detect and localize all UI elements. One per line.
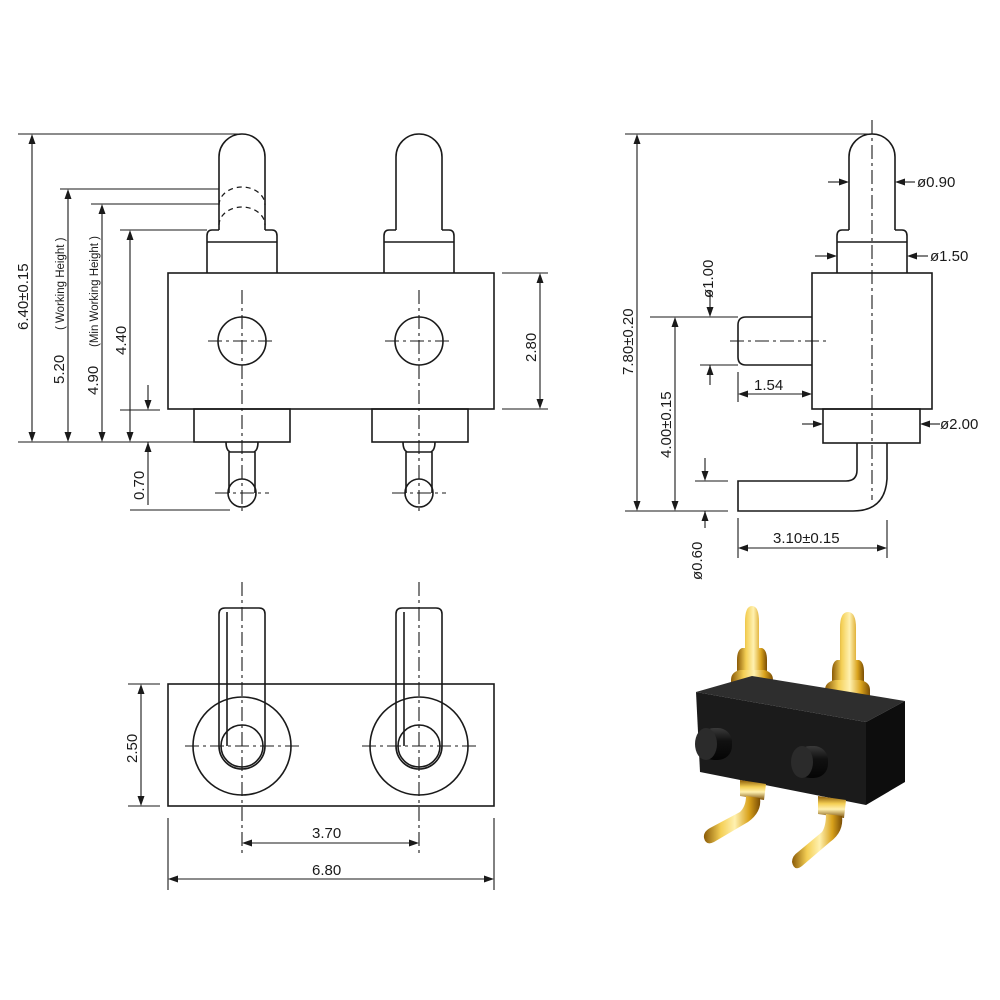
- dim-base-dia: ø2.00: [940, 416, 978, 433]
- bottom-view: 2.50 3.70 6.80: [124, 582, 495, 890]
- render-tail-left: [703, 780, 766, 844]
- front-view: 6.40±0.15 5.20 ( Working Height ) 4.90 (…: [15, 133, 548, 515]
- dim-pin-pitch: 3.70: [312, 825, 341, 842]
- render-housing-front: [696, 692, 866, 805]
- dim-tail-height: 4.00±0.15: [658, 391, 675, 458]
- dim-body-depth: 2.50: [124, 734, 141, 763]
- dim-min-working-height: 4.90: [85, 366, 102, 395]
- dim-plunger-dia: ø0.90: [917, 174, 955, 191]
- product-render: [695, 606, 905, 869]
- side-view: 7.80±0.20 4.00±0.15 ø1.00 1.54 ø0.60 3.1…: [620, 120, 978, 580]
- render-housing-top: [696, 676, 905, 722]
- dim-overall-height: 7.80±0.20: [620, 308, 637, 375]
- bottom-tail-right: [395, 607, 443, 770]
- dim-tail-length: 3.10±0.15: [773, 530, 840, 547]
- housing-front: [167, 272, 495, 410]
- dim-working-height: 5.20: [51, 355, 68, 384]
- side-tail: [737, 443, 888, 512]
- pin-right-front: [371, 133, 469, 508]
- note-working-height: ( Working Height ): [55, 237, 67, 330]
- render-post-right: [791, 746, 828, 778]
- render-tail-right: [792, 796, 846, 869]
- dim-post-dia: ø1.00: [700, 260, 717, 298]
- note-min-working-height: (Min Working Height ): [89, 236, 101, 347]
- dim-tail-wire-dia: ø0.60: [689, 542, 706, 580]
- housing-bottom: [167, 683, 495, 807]
- dim-tail-offset: 0.70: [131, 471, 148, 500]
- dim-body-height: 2.80: [523, 333, 540, 362]
- dim-barrel-dia: ø1.50: [930, 248, 968, 265]
- dim-post-length: 1.54: [754, 377, 783, 394]
- render-housing-side: [866, 701, 905, 805]
- bottom-tail-left: [218, 607, 266, 770]
- dim-total-height: 6.40±0.15: [15, 263, 32, 330]
- dim-height-4-40: 4.40: [113, 326, 130, 355]
- render-post-left: [695, 728, 732, 760]
- dim-body-width: 6.80: [312, 862, 341, 879]
